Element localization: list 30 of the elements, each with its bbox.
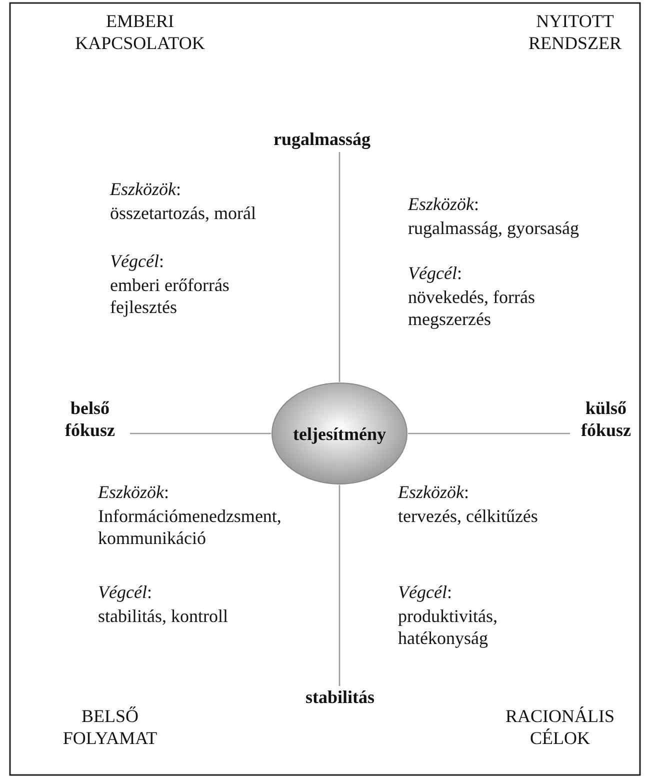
quadrant-title: BELSŐ FOLYAMAT: [62, 705, 158, 749]
center-ellipse: [271, 382, 408, 485]
axis-label: rugalmasság: [262, 128, 382, 152]
field-text: növekedés, forrás megszerzés: [408, 286, 536, 330]
field-heading: Eszközök:: [398, 481, 470, 503]
quadrant-title: EMBERI KAPCSOLATOK: [75, 10, 205, 54]
field-text: tervezés, célkitűzés: [398, 505, 538, 527]
axis-label: külső fókusz: [570, 397, 642, 443]
field-heading: Eszközök:: [98, 481, 170, 503]
center-label: teljesítmény: [292, 422, 387, 444]
quadrant-title: RACIONÁLIS CÉLOK: [504, 705, 616, 749]
field-text: Információmenedzsment, kommunikáció: [98, 505, 282, 549]
field-text: rugalmasság, gyorsaság: [408, 217, 579, 239]
field-text: összetartozás, morál: [110, 202, 256, 224]
axis-line: [130, 432, 271, 434]
field-heading: Végcél:: [398, 581, 452, 603]
field-heading: Végcél:: [98, 581, 152, 603]
field-heading: Eszközök:: [408, 193, 480, 215]
quadrant-title: NYITOTT RENDSZER: [527, 10, 622, 54]
field-text: stabilitás, kontroll: [98, 605, 228, 627]
axis-line: [338, 152, 340, 382]
axis-line: [408, 432, 570, 434]
axis-label: stabilitás: [290, 686, 390, 710]
field-heading: Végcél:: [408, 262, 462, 284]
axis-label: belső fókusz: [50, 397, 130, 443]
field-heading: Eszközök:: [110, 178, 182, 200]
field-text: emberi erőforrás fejlesztés: [110, 274, 230, 318]
field-text: produktivitás, hatékonyság: [398, 605, 498, 649]
axis-line: [338, 485, 340, 686]
field-heading: Végcél:: [110, 250, 164, 272]
